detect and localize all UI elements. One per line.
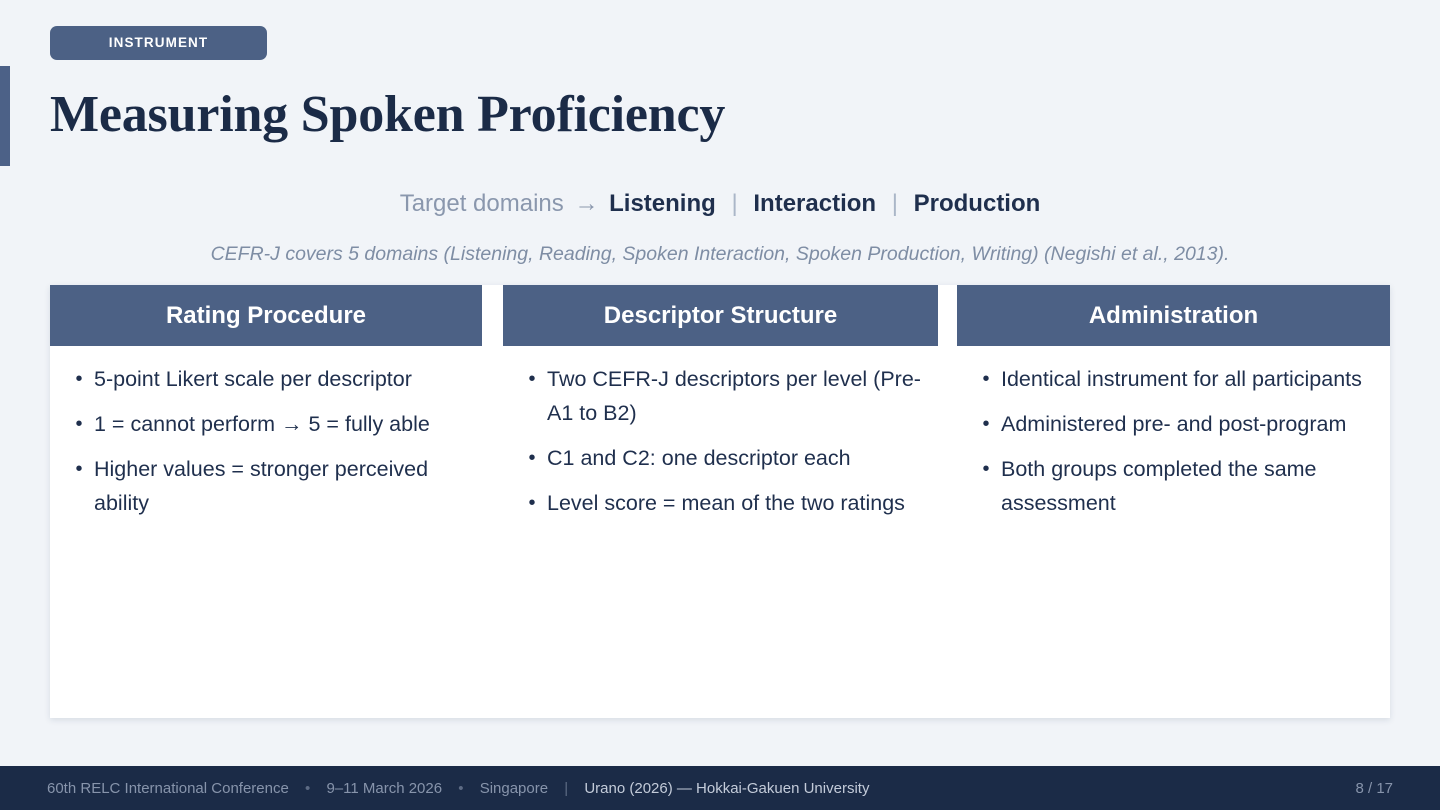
bullet-icon: • — [75, 413, 83, 435]
footer-location: Singapore — [479, 779, 549, 797]
list-item-text: Two CEFR-J descriptors per level (Pre-A1… — [547, 367, 921, 425]
column-body-rating-procedure: • 5-point Likert scale per descriptor • … — [50, 362, 482, 531]
list-item-text: 1 = cannot perform → 5 = fully able — [94, 412, 430, 436]
list-item-text: Level score = mean of the two ratings — [547, 491, 905, 515]
slide-number: 8 / 17 — [1355, 779, 1393, 797]
list-item: • Level score = mean of the two ratings — [517, 486, 924, 520]
bullet-icon: • — [528, 447, 536, 469]
footer-dates: 9–11 March 2026 — [326, 779, 443, 797]
list-item: • Administered pre- and post-program — [971, 407, 1376, 441]
list-item-text: C1 and C2: one descriptor each — [547, 446, 851, 470]
column-header-rating-procedure: Rating Procedure — [50, 285, 482, 346]
card-header-row: Rating Procedure Descriptor Structure Ad… — [50, 285, 1390, 346]
slide-header: INSTRUMENT Measuring Spoken Proficiency — [50, 26, 1390, 143]
column-header-descriptor-structure: Descriptor Structure — [503, 285, 938, 346]
content-card: Rating Procedure Descriptor Structure Ad… — [50, 285, 1390, 718]
bullet-icon: • — [75, 458, 83, 480]
list-item-text: Higher values = stronger perceived abili… — [94, 457, 429, 515]
list-item: • 5-point Likert scale per descriptor — [64, 362, 468, 396]
column-body-administration: • Identical instrument for all participa… — [957, 362, 1390, 531]
list-item: • Both groups completed the same assessm… — [971, 452, 1376, 520]
bullet-icon: • — [982, 413, 990, 435]
list-item-text: 5-point Likert scale per descriptor — [94, 367, 412, 391]
footer-divider: | — [564, 779, 569, 797]
list-item: • 1 = cannot perform → 5 = fully able — [64, 407, 468, 441]
card-body-row: • 5-point Likert scale per descriptor • … — [50, 346, 1390, 531]
page-title: Measuring Spoken Proficiency — [50, 86, 726, 143]
bullet-icon: • — [982, 368, 990, 390]
column-header-administration: Administration — [957, 285, 1390, 346]
footer-conference: 60th RELC International Conference — [47, 779, 289, 797]
footer-dot-separator: • — [305, 779, 311, 797]
list-item-text: Both groups completed the same assessmen… — [1001, 457, 1317, 515]
domain-separator: | — [891, 190, 898, 217]
domain-interaction: Interaction — [753, 190, 877, 217]
domain-separator: | — [731, 190, 738, 217]
list-item-text: Identical instrument for all participant… — [1001, 367, 1362, 391]
footer-dot-separator: • — [458, 779, 464, 797]
footer-author: Urano (2026) — Hokkai-Gakuen University — [584, 779, 870, 797]
cefr-caption: CEFR-J covers 5 domains (Listening, Read… — [210, 243, 1230, 265]
list-item: • Higher values = stronger perceived abi… — [64, 452, 468, 520]
domain-production: Production — [913, 190, 1041, 217]
bullet-icon: • — [75, 368, 83, 390]
list-item: • C1 and C2: one descriptor each — [517, 441, 924, 475]
arrow-right-icon: → — [574, 190, 599, 217]
footer-bar: 60th RELC International Conference • 9–1… — [0, 766, 1440, 810]
bullet-icon: • — [528, 492, 536, 514]
target-domains-line: Target domains → Listening | Interaction… — [0, 190, 1440, 218]
column-body-descriptor-structure: • Two CEFR-J descriptors per level (Pre-… — [503, 362, 938, 531]
section-badge: INSTRUMENT — [50, 26, 267, 60]
footer-left-text: 60th RELC International Conference • 9–1… — [47, 780, 869, 797]
list-item: • Identical instrument for all participa… — [971, 362, 1376, 396]
list-item-text: Administered pre- and post-program — [1001, 412, 1347, 436]
domain-listening: Listening — [609, 190, 716, 217]
list-item: • Two CEFR-J descriptors per level (Pre-… — [517, 362, 924, 430]
target-domains-label: Target domains — [399, 190, 564, 217]
bullet-icon: • — [982, 458, 990, 480]
left-accent-bar — [0, 66, 10, 166]
bullet-icon: • — [528, 368, 536, 390]
